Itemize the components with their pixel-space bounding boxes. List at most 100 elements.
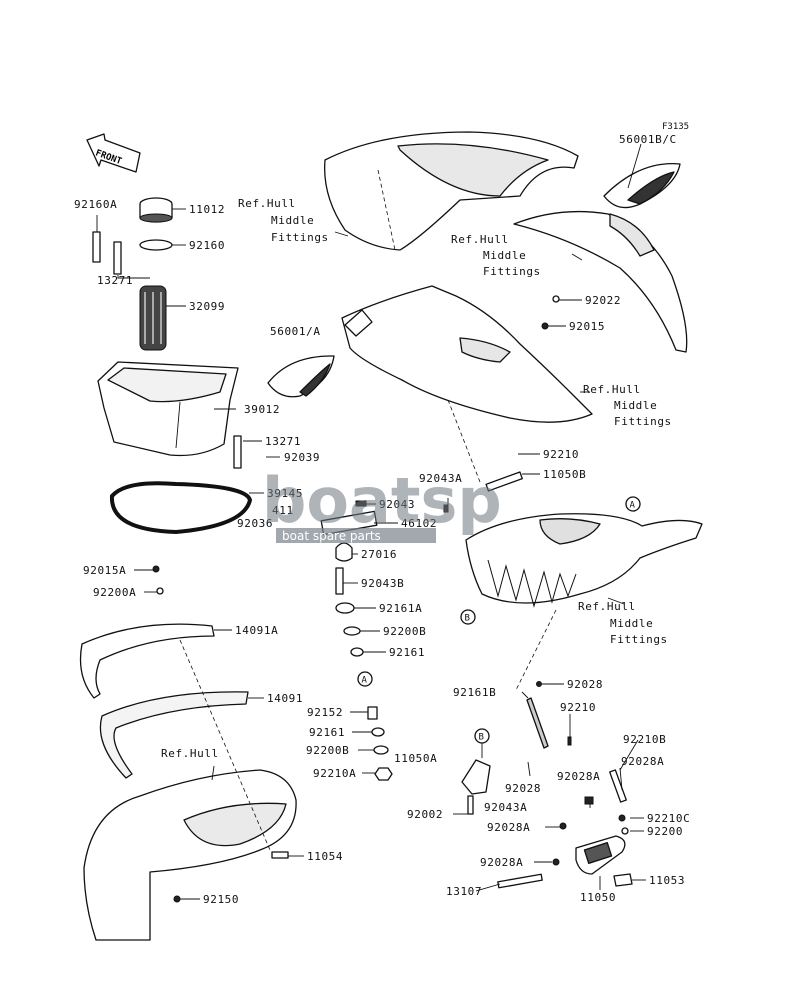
bolt-92150 [173,895,181,903]
label-92160A: 92160A [74,198,117,211]
storage-cap [139,197,173,223]
svg-text:Ref.Hull: Ref.Hull [161,747,219,760]
label-14091: 14091 [267,692,303,705]
label-32099: 32099 [189,300,225,313]
label-11050: 11050 [580,891,616,904]
svg-text:Middle: Middle [610,617,653,630]
label-92210A: 92210A [313,767,356,780]
label-27016: 27016 [361,548,397,561]
nut-92015A [152,565,160,573]
label-92161A: 92161A [379,602,422,615]
svg-text:A: A [362,676,368,686]
bolt-92210-mid [567,736,572,746]
label-11054: 11054 [307,850,343,863]
svg-text:Middle: Middle [271,214,314,227]
ref-label-1: Ref.Hull Middle Fittings [238,197,328,244]
washer-92022 [552,295,560,303]
label-92161: 92161 [389,646,425,659]
figure-code: F3135 [662,122,689,132]
spring-92161B [526,697,549,749]
label-92043A: 92043A [419,472,462,485]
svg-text:Middle: Middle [483,249,526,262]
bolt-13107 [497,873,543,889]
bolt-92028-top [536,681,542,687]
rear-deck [465,513,703,608]
grab-handle-14091 [99,691,249,779]
bolt-92043B [335,567,344,595]
label-92161B: 92161B [453,686,496,699]
label-92200: 92200 [647,825,683,838]
label-13271-lower: 13271 [265,435,301,448]
label-92152: 92152 [307,706,343,719]
collar-92152 [367,706,378,720]
washer-92200 [621,827,629,835]
strap-92160A [92,231,101,263]
svg-text:Ref.Hull: Ref.Hull [583,383,641,396]
label-92028A-1: 92028A [621,755,664,768]
strap-13271-lower [233,435,242,469]
hull-front [83,769,297,941]
nut-92028A-c [584,796,594,805]
label-92036: 92036 [237,517,273,530]
label-46102: 46102 [401,517,437,530]
strip-11050B [485,471,523,492]
step-pad [583,841,613,865]
label-11053: 11053 [649,874,685,887]
tube-32099 [139,285,167,351]
label-92200B: 92200B [383,625,426,638]
label-92210-mid: 92210 [560,701,596,714]
label-92015: 92015 [569,320,605,333]
cap-gasket [139,239,173,251]
label-92028A-4: 92028A [480,856,523,869]
ref-label-4: Ref.Hull Middle Fittings [578,600,668,646]
svg-text:B: B [465,614,470,624]
label-39012: 39012 [244,403,280,416]
latch-27016 [335,542,353,562]
svg-text:Fittings: Fittings [614,415,672,428]
svg-text:Fittings: Fittings [610,633,668,646]
label-92039: 92039 [284,451,320,464]
bolt-92002 [467,795,474,815]
grab-handle-14091A [79,623,215,699]
label-11050B: 11050B [543,468,586,481]
bolt-92043A-upper [443,504,449,513]
mirror-56001BC [603,162,681,209]
label-92028A-3: 92028A [487,821,530,834]
label-92043B: 92043B [361,577,404,590]
label-92160: 92160 [189,239,225,252]
label-11012: 11012 [189,203,225,216]
part-labels: 92160A 11012 92160 13271 32099 56001/A 3… [74,133,690,906]
label-411: 411 [272,504,294,517]
label-92028: 92028 [567,678,603,691]
watermark-logo: boatsp boat spare parts [262,464,502,543]
ref-label-3: Ref.Hull Middle Fittings [583,383,672,428]
nut-92015 [541,322,549,330]
bin-gasket [109,481,253,535]
pad-11054 [271,851,289,859]
marker-b-top: B [460,609,476,625]
strap-13271-upper [113,241,122,275]
washer-92028A-b [559,822,567,830]
label-92210: 92210 [543,448,579,461]
marker-b-low: B [474,728,490,744]
pad-11053 [613,873,633,887]
washer-92200B-lower [373,745,389,755]
svg-text:B: B [479,733,484,743]
ref-label-5: Ref.Hull [161,747,219,760]
upper-cowl [324,131,579,251]
label-92210C: 92210C [647,812,690,825]
label-92043A-lower: 92043A [484,801,527,814]
washer-92161 [350,647,364,657]
svg-text:Ref.Hull: Ref.Hull [451,233,509,246]
label-92015A: 92015A [83,564,126,577]
label-92210B: 92210B [623,733,666,746]
label-92200B-lower: 92200B [306,744,349,757]
nut-92210C [618,814,626,822]
middle-deck [341,285,593,423]
washer-92161-lower [371,727,385,737]
svg-text:Middle: Middle [614,399,657,412]
label-92028A-2: 92028A [557,770,600,783]
label-92028-mid: 92028 [505,782,541,795]
label-92200A: 92200A [93,586,136,599]
